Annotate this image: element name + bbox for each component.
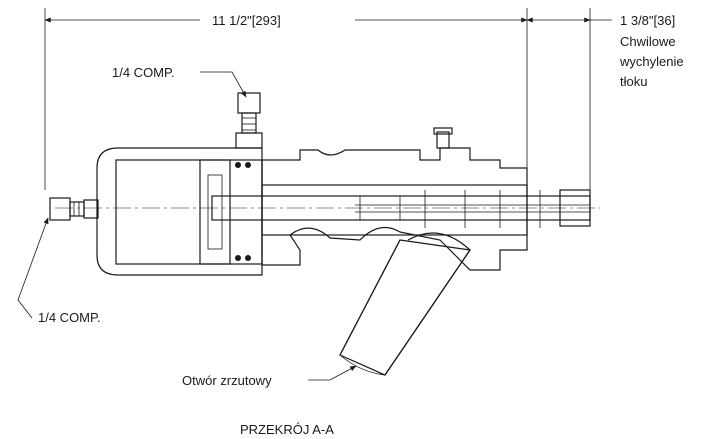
dimension-overall: 11 1/2"[293] <box>44 8 528 190</box>
stroke-length-label: 1 3/8"[36] <box>620 13 675 28</box>
left-fitting-label: 1/4 COMP. <box>38 310 101 325</box>
dimension-stroke: 1 3/8"[36] Chwilowe wychylenie tłoku <box>526 8 684 192</box>
stroke-note-line2: wychylenie <box>619 54 684 69</box>
discharge-tube <box>339 232 472 376</box>
left-fitting <box>49 197 99 221</box>
callout-discharge-port: Otwór zrzutowy <box>182 365 357 388</box>
top-fitting-label: 1/4 COMP. <box>112 65 175 80</box>
section-title: PRZEKRÓJ A-A <box>240 422 334 437</box>
stroke-note-line3: tłoku <box>620 74 647 89</box>
top-fitting <box>235 92 263 149</box>
air-cylinder-body <box>96 147 263 276</box>
overall-length-label: 11 1/2"[293] <box>212 13 281 28</box>
piston-rod <box>211 189 591 228</box>
callout-left-fitting: 1/4 COMP. <box>17 217 101 325</box>
discharge-port-label: Otwór zrzutowy <box>182 373 272 388</box>
stroke-note-line1: Chwilowe <box>620 34 676 49</box>
housing <box>261 127 528 271</box>
callout-top-fitting: 1/4 COMP. <box>112 65 247 98</box>
